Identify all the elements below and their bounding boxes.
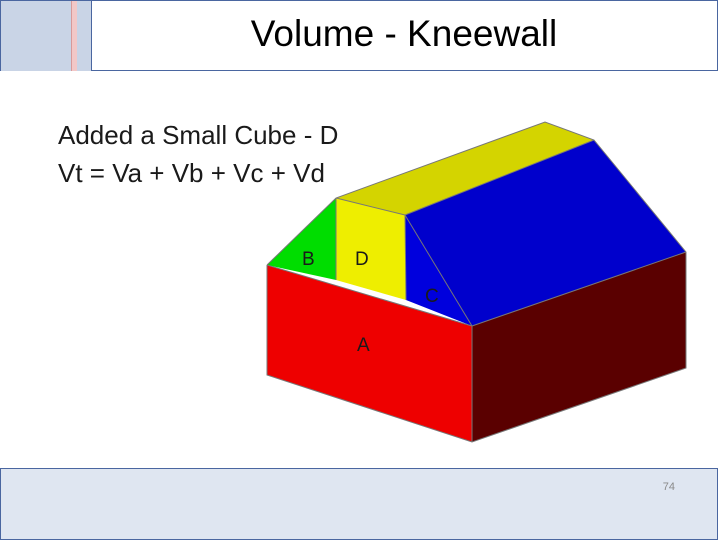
label-a: A <box>357 335 370 356</box>
label-c: C <box>425 286 439 307</box>
house-volume-diagram: B D C A <box>266 121 687 443</box>
cube-d-face <box>336 198 406 300</box>
box-a-side-face <box>472 252 686 442</box>
footer-bar: 74 <box>0 468 718 540</box>
diagram-edges <box>266 121 687 443</box>
page-number: 74 <box>662 481 675 493</box>
title-bar: Volume - Kneewall <box>0 0 718 71</box>
slide-body: Added a Small Cube - D Vt = Va + Vb + Vc… <box>58 116 338 192</box>
title-accent-block <box>1 1 71 71</box>
box-a-front-face <box>267 265 472 442</box>
slide-title: Volume - Kneewall <box>250 13 558 54</box>
gable-b-face <box>267 198 336 280</box>
roof-blue-face <box>405 140 686 326</box>
body-line-1: Added a Small Cube - D <box>58 120 339 150</box>
title-accent-block-2 <box>77 1 92 71</box>
body-line-2: Vt = Va + Vb + Vc + Vd <box>58 158 325 188</box>
label-d: D <box>355 249 369 270</box>
roof-yellow-face <box>336 122 594 215</box>
label-b: B <box>302 249 315 270</box>
title-accent-stripe <box>71 1 78 71</box>
